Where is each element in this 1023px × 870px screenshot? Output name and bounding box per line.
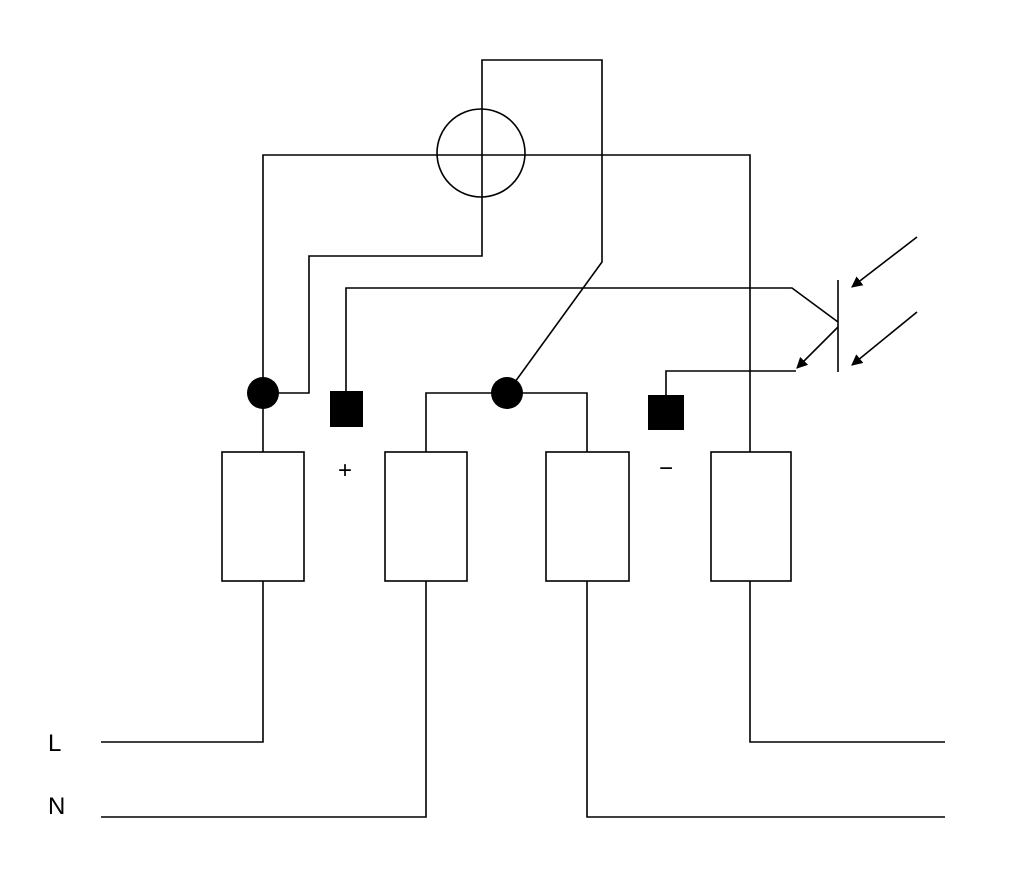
label-plus: +	[338, 457, 352, 484]
wire-sensor-emitter	[796, 326, 839, 369]
light-arrow-upper	[851, 236, 918, 288]
label-minus: −	[659, 455, 673, 482]
label-L: L	[48, 730, 61, 757]
coil-block-2	[384, 451, 468, 582]
wire-meter-lower-lead	[263, 196, 483, 394]
wire-N-left	[101, 581, 427, 818]
wire-main-horizontal	[262, 154, 751, 452]
light-arrow-lower	[851, 311, 918, 366]
wire-minus-lead	[665, 370, 796, 396]
junction-dot-center	[491, 377, 523, 409]
wire-N-right	[586, 581, 945, 818]
wiring	[101, 59, 945, 818]
wire-L-left	[101, 581, 264, 743]
junction-dot-left	[247, 377, 279, 409]
wire-L-right	[749, 581, 945, 743]
coil-block-4	[710, 451, 792, 582]
label-N: N	[48, 793, 65, 820]
coil-block-3	[545, 451, 630, 582]
coil-block-1	[221, 451, 305, 582]
terminal-minus-square	[648, 395, 684, 430]
meter-circle	[436, 108, 526, 198]
wire-top-loop	[481, 59, 603, 394]
wire-plus-to-sensor	[345, 287, 839, 392]
terminal-plus-square	[330, 391, 363, 427]
